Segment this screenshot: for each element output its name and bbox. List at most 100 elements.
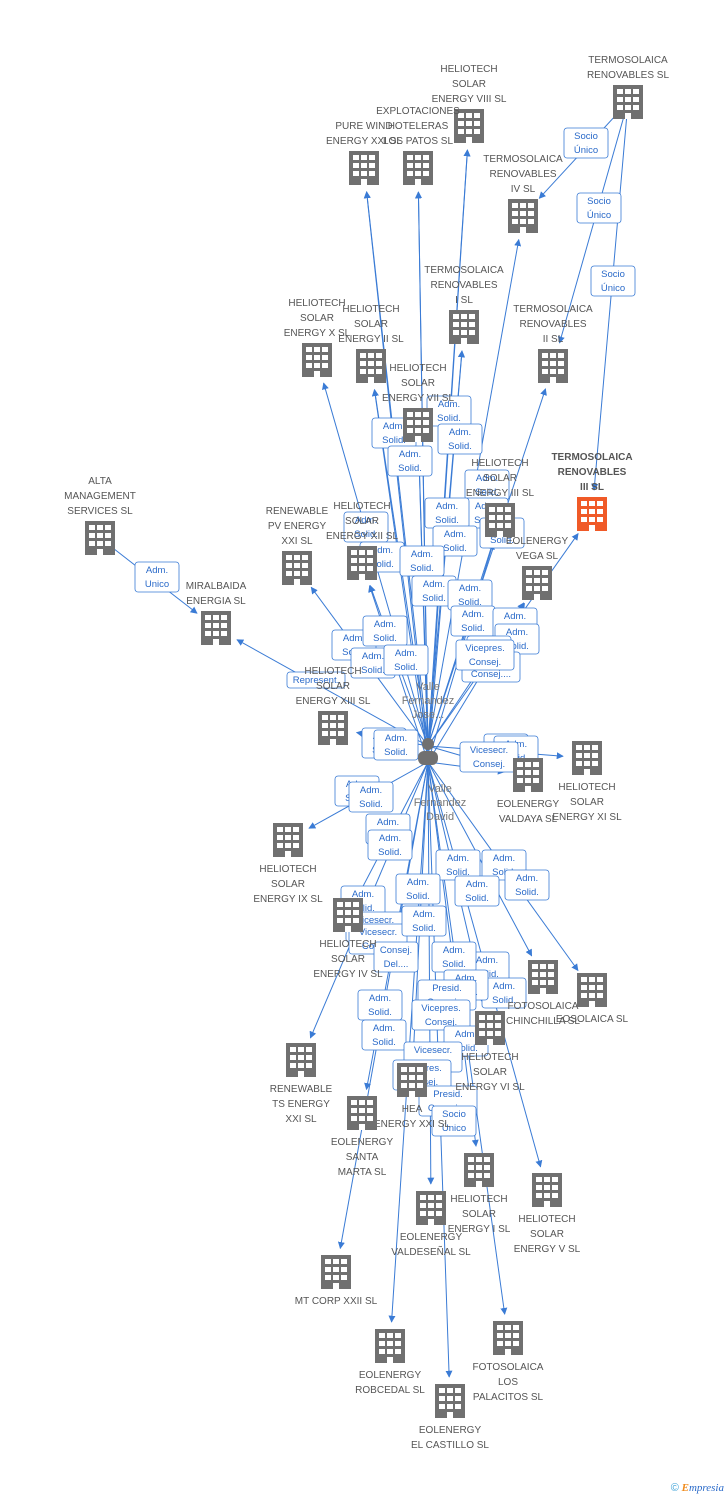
company-label: VALDESEÑAL SL: [391, 1245, 471, 1258]
company-label: RENOVABLES: [430, 280, 497, 291]
edge-label-box[interactable]: Vicesecr.Consej.: [459, 741, 519, 773]
company-label: RENEWABLE: [270, 1084, 333, 1095]
edge-label-text: Solid.: [359, 799, 383, 810]
edge-label-box[interactable]: Adm.Solid.: [504, 869, 550, 901]
company-label: SOLAR: [271, 879, 305, 890]
company-node[interactable]: EOSOLAICA SL: [556, 973, 629, 1025]
person-node[interactable]: ValleFernandezJose...: [402, 681, 455, 721]
edge-label-box[interactable]: Adm. Solid.: [373, 729, 419, 761]
company-node[interactable]: MT CORP XXII SL: [295, 1255, 378, 1307]
edge-label-box[interactable]: Adm.Solid.: [431, 941, 477, 973]
company-label: HELIOTECH: [450, 1194, 507, 1205]
company-label: ENERGY XIII SL: [296, 696, 371, 707]
edge-label-box[interactable]: Adm.Solid.: [383, 644, 429, 676]
company-label: ENERGY XI SL: [552, 812, 622, 823]
edge-label-box[interactable]: Adm.Solid.: [367, 829, 413, 861]
company-label: SOLAR: [570, 797, 604, 808]
building-icon: [464, 1153, 494, 1187]
edge-label-text: Adm.: [385, 733, 407, 744]
edge-label-box[interactable]: Adm.Solid.: [447, 579, 493, 611]
edge-label-text: Vicepres.: [421, 1003, 460, 1014]
edge-label-text: Solid.: [422, 593, 446, 604]
edge-label-text: Solid.: [384, 747, 408, 758]
edge-label-text: Adm.: [374, 619, 396, 630]
edge-label-text: Solid.: [368, 1007, 392, 1018]
edge-label-box[interactable]: Adm.Solid.: [464, 469, 510, 501]
company-label: II SL: [543, 334, 564, 345]
edge-label-box[interactable]: Vicepres.Consej.: [455, 639, 515, 671]
building-icon: [403, 408, 433, 442]
company-label: ENERGY X SL: [284, 328, 351, 339]
edge-label-box[interactable]: Adm.Solid.: [387, 445, 433, 477]
company-label: ENERGY VII SL: [382, 393, 455, 404]
brand-initial: E: [681, 1482, 689, 1494]
empresia-logo: © Empresia: [671, 1482, 724, 1494]
company-label: HELIOTECH: [461, 1052, 518, 1063]
company-label: SOLAR: [354, 319, 388, 330]
edge-label-box[interactable]: Adm.Solid.: [435, 849, 481, 881]
company-label: EOLENERGY: [506, 536, 569, 547]
edge-label-box[interactable]: Adm.Solid.: [454, 875, 500, 907]
edge-label-box[interactable]: Adm.Solid.: [411, 575, 457, 607]
edge-label-box[interactable]: Represent.: [286, 671, 346, 689]
person-label: Fernandez: [414, 797, 467, 809]
edge-label-box[interactable]: Adm.Solid.: [399, 545, 445, 577]
edge-label-text: Adm.: [444, 529, 466, 540]
edge-label-box[interactable]: Adm.Solid.: [362, 615, 408, 647]
edge-label-box[interactable]: Adm.Solid.: [424, 497, 470, 529]
company-label: PV ENERGY: [268, 521, 327, 532]
edge-label-box[interactable]: Adm.Solid.: [348, 781, 394, 813]
edge-label-box[interactable]: Adm.Solid.: [361, 1019, 407, 1051]
company-label: HELIOTECH: [319, 939, 376, 950]
edge-label-box[interactable]: Consej.Del....: [373, 941, 419, 973]
edge-label-text: Adm.: [438, 399, 460, 410]
edge-label-box[interactable]: Adm.Solid.: [401, 905, 447, 937]
edge-label-box[interactable]: Vicepres.Consej.: [411, 999, 471, 1031]
edge-label-box[interactable]: Adm.Solid.: [357, 989, 403, 1021]
edge-label-box[interactable]: Adm.Solid.: [395, 873, 441, 905]
company-label: SOLAR: [401, 378, 435, 389]
edge-label-box[interactable]: Adm.Solid.: [437, 423, 483, 455]
edge-label-box[interactable]: Adm.Solid.: [450, 605, 496, 637]
edge-label-text: Único: [587, 210, 611, 221]
edge-label-box[interactable]: Adm.Unico: [134, 561, 180, 593]
